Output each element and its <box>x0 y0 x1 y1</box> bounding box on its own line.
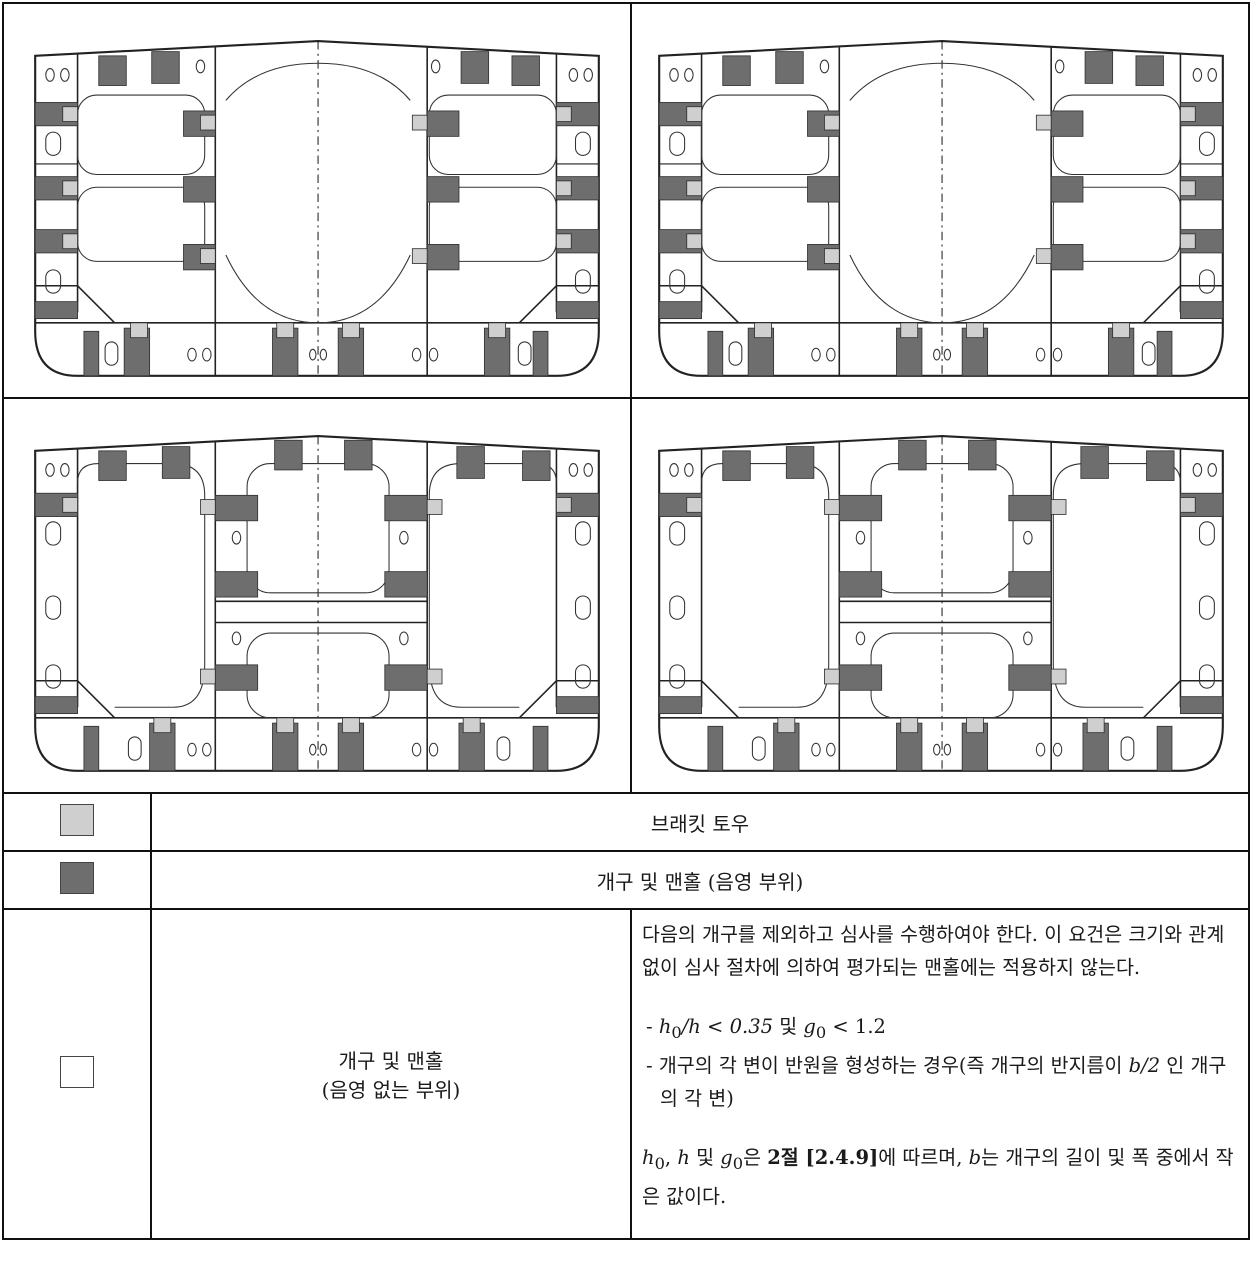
legend-swatch-cell <box>2 792 152 852</box>
desc-note: h0, h 및 g0은 2절 [2.4.9]에 따르며, b는 개구의 길이 및… <box>642 1145 1234 1208</box>
diagram-top-right <box>630 2 1251 399</box>
bracket-toe-swatch <box>60 804 94 836</box>
desc-bullet-1: - h0/h < 0.35 및 g0 < 1.2 <box>646 1015 886 1042</box>
unshaded-opening-swatch <box>60 1056 94 1088</box>
desc-intro: 다음의 개구를 제외하고 심사를 수행하여야 한다. 이 요건은 크기와 관계없… <box>642 923 1225 979</box>
unshaded-opening-description: 다음의 개구를 제외하고 심사를 수행하여야 한다. 이 요건은 크기와 관계없… <box>630 908 1251 1240</box>
diagram-top-left <box>1 2 633 399</box>
unshaded-label-line2: (음영 없는 부위) <box>321 1078 461 1102</box>
shaded-opening-swatch <box>60 862 94 894</box>
diagram-bottom-left <box>1 397 633 794</box>
legend-swatch-cell <box>2 908 152 1240</box>
section-diagram <box>34 434 600 772</box>
structure-table: 브래킷 토우 개구 및 맨홀 (음영 부위) 개구 및 맨홀 (음영 없는 부위… <box>1 2 1251 1240</box>
section-reference: 2절 [2.4.9] <box>767 1145 879 1169</box>
unshaded-opening-label: 개구 및 맨홀 (음영 없는 부위) <box>149 908 633 1240</box>
section-diagram <box>658 434 1224 772</box>
section-diagram <box>34 39 600 377</box>
bracket-toe-label: 브래킷 토우 <box>149 792 1251 852</box>
diagram-bottom-right <box>630 397 1251 794</box>
unshaded-label-line1: 개구 및 맨홀 <box>338 1049 444 1073</box>
desc-bullet-2: - 개구의 각 변이 반원을 형성하는 경우(즉 개구의 반지름이 b/2 인 … <box>646 1053 1227 1110</box>
section-diagram <box>658 39 1224 377</box>
shaded-opening-label: 개구 및 맨홀 (음영 부위) <box>149 850 1251 910</box>
legend-swatch-cell <box>2 850 152 910</box>
